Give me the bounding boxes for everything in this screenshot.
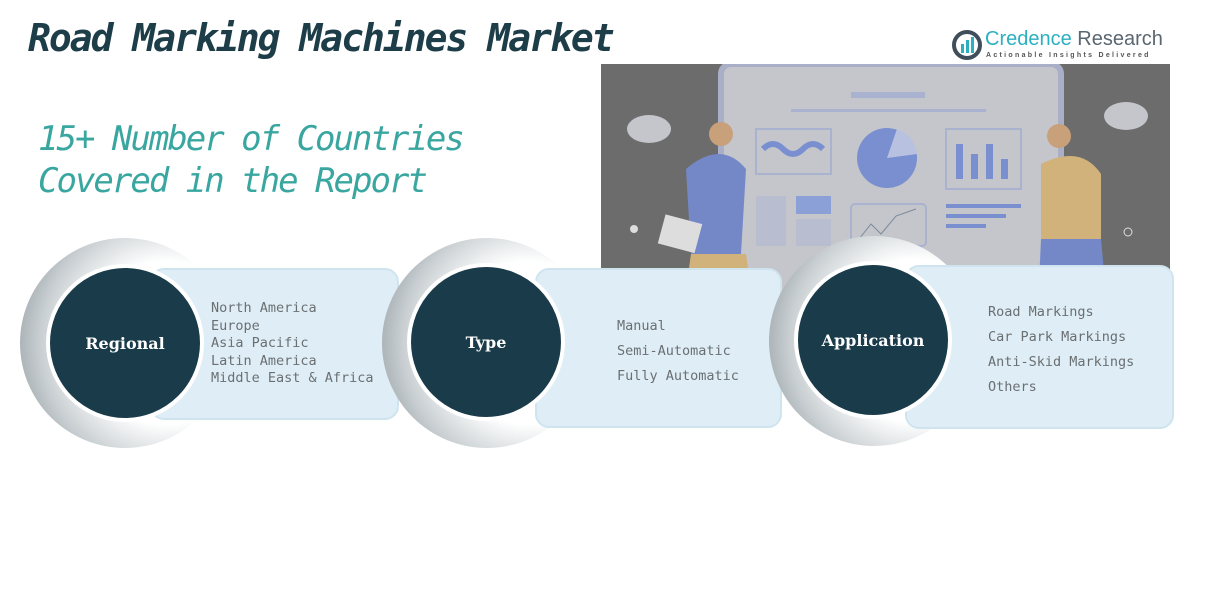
list-item: Fully Automatic	[617, 368, 739, 384]
application-list: Road Markings Car Park Markings Anti-Ski…	[988, 300, 1134, 400]
credence-research-logo: Credence Research Actionable Insights De…	[952, 28, 1182, 62]
regional-circle: Regional	[46, 264, 204, 422]
list-item: Manual	[617, 318, 666, 334]
type-circle: Type	[407, 263, 565, 421]
application-label: Application	[821, 330, 925, 350]
list-item: Semi-Automatic	[617, 343, 731, 359]
logo-tagline: Actionable Insights Delivered	[986, 52, 1151, 59]
type-list: Manual Semi-Automatic Fully Automatic	[617, 314, 739, 389]
subtitle-line-2: Covered in the Report	[38, 161, 428, 201]
application-circle: Application	[794, 261, 952, 419]
logo-name-1: Credence	[985, 28, 1072, 50]
type-panel	[535, 268, 782, 428]
list-item: Anti-Skid Markings	[988, 354, 1135, 370]
list-item: Road Markings	[988, 304, 1094, 320]
list-item: Latin America	[211, 352, 317, 369]
list-item: North America	[211, 300, 317, 316]
logo-name-2: Research	[1071, 28, 1163, 50]
logo-icon	[952, 30, 982, 60]
list-item: Others	[988, 379, 1037, 395]
regional-label: Regional	[85, 333, 165, 353]
list-item: Europe	[211, 317, 260, 334]
countries-subtitle: 15+ Number of Countries Covered in the R…	[38, 118, 465, 202]
subtitle-line-1: 15+ Number of Countries	[38, 119, 465, 159]
list-item: Middle East & Africa	[211, 370, 374, 386]
list-item: Asia Pacific	[211, 335, 309, 351]
page-title: Road Marking Machines Market	[28, 16, 615, 60]
list-item: Car Park Markings	[988, 329, 1127, 345]
type-label: Type	[465, 332, 507, 352]
regional-list: North America Europe Asia Pacific Latin …	[211, 300, 374, 388]
